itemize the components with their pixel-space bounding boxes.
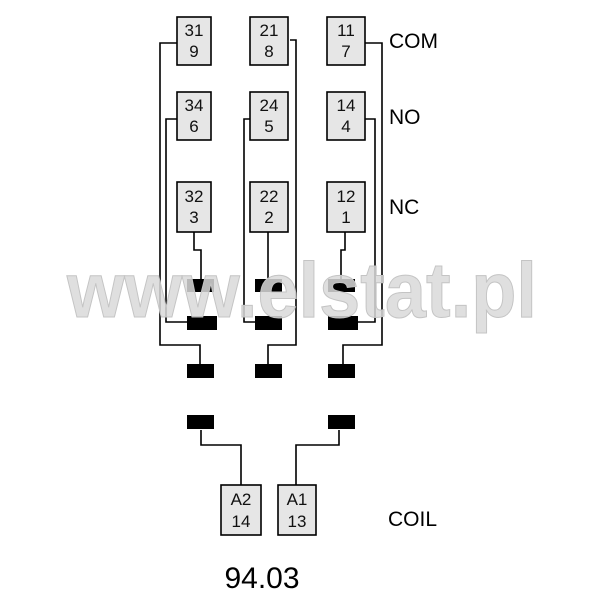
terminal-32-3: 32 3 xyxy=(176,181,212,233)
svg-text:14: 14 xyxy=(337,96,356,115)
label-com: COM xyxy=(389,30,438,53)
svg-text:5: 5 xyxy=(264,117,273,136)
wire-no-34 xyxy=(165,118,187,323)
pad-com-2 xyxy=(255,364,282,378)
pad-no-1 xyxy=(187,316,217,330)
svg-text:7: 7 xyxy=(341,42,350,61)
svg-text:12: 12 xyxy=(337,187,356,206)
svg-text:A2: A2 xyxy=(231,490,252,509)
wiring xyxy=(159,39,383,485)
wire-nc-12 xyxy=(340,232,346,280)
terminal-21-8: 21 8 xyxy=(249,16,289,66)
label-nc: NC xyxy=(389,196,419,219)
pad-no-2 xyxy=(255,316,282,330)
svg-text:A1: A1 xyxy=(287,490,308,509)
pad-nc-2 xyxy=(255,279,282,292)
wire-coil-a2 xyxy=(200,430,242,485)
terminal-22-2: 22 2 xyxy=(249,181,289,233)
terminal-a1-13: A1 13 xyxy=(277,484,317,536)
wire-com-11 xyxy=(342,42,383,368)
svg-text:14: 14 xyxy=(232,512,251,531)
wire-com-31 xyxy=(159,42,201,368)
contact-pads xyxy=(187,279,358,429)
model-number: 94.03 xyxy=(224,562,299,595)
svg-text:3: 3 xyxy=(189,208,198,227)
svg-text:24: 24 xyxy=(260,96,279,115)
terminal-34-6: 34 6 xyxy=(176,91,212,141)
label-coil: COIL xyxy=(388,508,437,531)
svg-text:34: 34 xyxy=(185,96,204,115)
terminal-14-4: 14 4 xyxy=(326,91,366,141)
pad-com-1 xyxy=(187,364,214,378)
pad-coil-right xyxy=(328,415,355,429)
terminal-12-1: 12 1 xyxy=(326,181,366,233)
svg-text:1: 1 xyxy=(341,208,350,227)
svg-text:11: 11 xyxy=(337,21,355,40)
svg-text:32: 32 xyxy=(185,187,204,206)
watermark: www.elstat.pl xyxy=(66,246,537,334)
wire-com-21 xyxy=(267,39,297,368)
svg-text:6: 6 xyxy=(189,117,198,136)
svg-text:4: 4 xyxy=(341,117,350,136)
wire-coil-a1 xyxy=(295,430,340,485)
svg-text:2: 2 xyxy=(264,208,273,227)
pad-coil-left xyxy=(187,415,214,429)
pad-com-3 xyxy=(328,364,355,378)
terminal-11-7: 11 7 xyxy=(326,16,366,66)
wire-nc-32 xyxy=(193,232,202,280)
terminal-a2-14: A2 14 xyxy=(220,484,262,536)
pad-no-3 xyxy=(328,316,358,330)
svg-text:21: 21 xyxy=(260,21,279,40)
wire-no-24 xyxy=(243,118,255,323)
pad-nc-3 xyxy=(328,279,355,292)
pad-nc-1 xyxy=(187,279,214,292)
svg-text:31: 31 xyxy=(185,21,204,40)
svg-text:13: 13 xyxy=(288,512,307,531)
terminal-24-5: 24 5 xyxy=(249,91,289,141)
label-no: NO xyxy=(389,106,421,129)
svg-text:22: 22 xyxy=(260,187,279,206)
wire-no-14 xyxy=(357,118,376,323)
svg-text:8: 8 xyxy=(264,42,273,61)
terminal-31-9: 31 9 xyxy=(176,16,212,66)
svg-text:9: 9 xyxy=(189,42,198,61)
